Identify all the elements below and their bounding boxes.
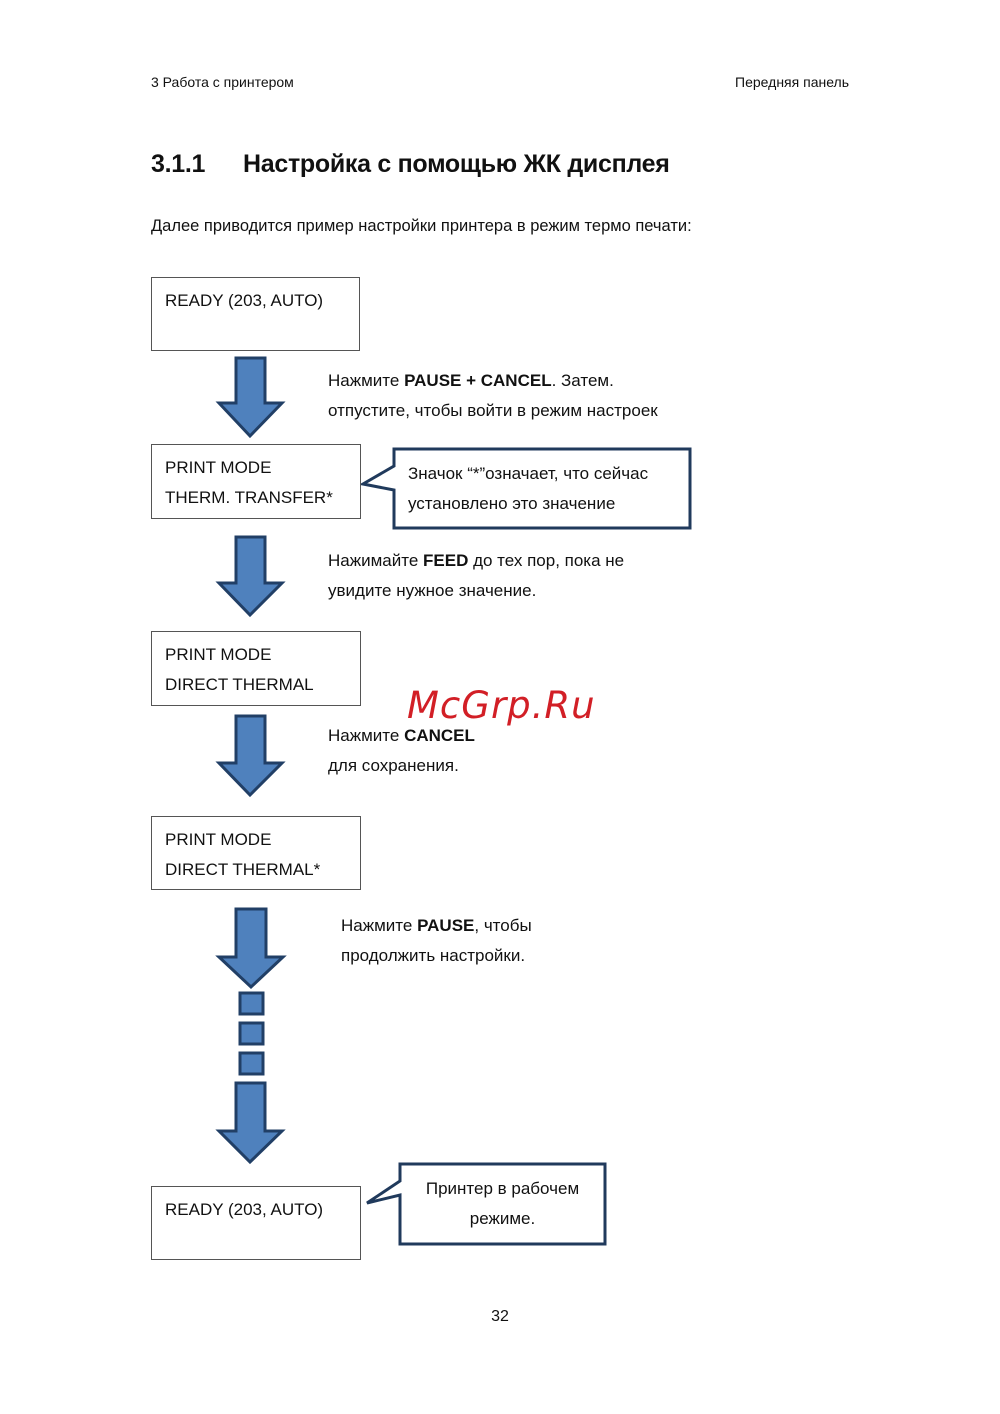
step-text: Нажмите	[328, 726, 405, 745]
step-text: до тех пор, пока не	[468, 551, 625, 570]
down-arrow-icon	[215, 714, 286, 798]
key-name: FEED	[423, 551, 469, 570]
callout-line: установлено это значение	[408, 494, 616, 513]
step-instruction-2: Нажимайте FEED до тех пор, пока не увиди…	[328, 546, 624, 606]
lcd-screen-ready-final: READY (203, AUTO)	[151, 1186, 361, 1260]
section-heading: 3.1.1 Настройка с помощью ЖК дисплея	[151, 150, 670, 179]
intro-paragraph: Далее приводится пример настройки принте…	[151, 217, 692, 235]
lcd-screen-print-mode-therm-transfer: PRINT MODE THERM. TRANSFER*	[151, 444, 361, 519]
callout-asterisk-note: Значок “*”означает, что сейчас установле…	[408, 459, 648, 519]
step-text: , чтобы	[474, 916, 532, 935]
callout-line: режиме.	[469, 1209, 536, 1228]
lcd-screen-print-mode-direct-thermal: PRINT MODE DIRECT THERMAL	[151, 631, 361, 706]
step-text: для сохранения.	[328, 756, 459, 775]
lcd-line-1: PRINT MODE	[165, 830, 272, 849]
callout-line: Принтер в рабочем	[425, 1179, 580, 1198]
down-arrow-icon	[215, 907, 287, 990]
step-instruction-3: Нажмите CANCEL для сохранения.	[328, 721, 475, 781]
step-text: продолжить настройки.	[341, 946, 526, 965]
step-text: . Затем.	[551, 371, 614, 390]
running-header-chapter: 3 Работа с принтером	[151, 74, 294, 90]
continuation-dot-icon	[238, 1021, 265, 1046]
step-text: Нажмите	[341, 916, 418, 935]
running-header-section: Передняя панель	[735, 74, 849, 90]
lcd-line-1: PRINT MODE	[165, 645, 272, 664]
lcd-line-1: READY (203, AUTO)	[165, 291, 324, 310]
lcd-screen-ready: READY (203, AUTO)	[151, 277, 360, 351]
lcd-screen-print-mode-direct-thermal-selected: PRINT MODE DIRECT THERMAL*	[151, 816, 361, 890]
down-arrow-icon	[215, 535, 286, 618]
down-arrow-icon	[215, 1081, 286, 1165]
lcd-line-1: READY (203, AUTO)	[165, 1200, 324, 1219]
step-text: Нажмите	[328, 371, 405, 390]
section-number: 3.1.1	[151, 150, 206, 178]
watermark: McGrp.Ru	[407, 684, 596, 727]
callout-bubble	[358, 447, 692, 530]
continuation-dot-icon	[238, 1051, 265, 1076]
section-title: Настройка с помощью ЖК дисплея	[243, 150, 670, 178]
lcd-line-2: THERM. TRANSFER*	[165, 488, 333, 507]
callout-ready-note: Принтер в рабочем режиме.	[400, 1174, 605, 1234]
key-name: PAUSE	[417, 916, 475, 935]
step-instruction-4: Нажмите PAUSE, чтобы продолжить настройк…	[341, 911, 532, 971]
callout-line: Значок “*”означает, что сейчас	[408, 464, 649, 483]
callout-bubble	[366, 1162, 607, 1246]
step-text: увидите нужное значение.	[328, 581, 537, 600]
step-instruction-1: Нажмите PAUSE + CANCEL. Затем. отпустите…	[328, 366, 658, 426]
lcd-line-2: DIRECT THERMAL	[165, 675, 314, 694]
down-arrow-icon	[215, 356, 286, 439]
lcd-line-1: PRINT MODE	[165, 458, 272, 477]
page-number: 32	[491, 1308, 509, 1325]
continuation-dot-icon	[238, 991, 265, 1016]
step-text: отпустите, чтобы войти в режим настроек	[328, 401, 658, 420]
key-name: CANCEL	[404, 726, 475, 745]
lcd-line-2: DIRECT THERMAL*	[165, 860, 321, 879]
key-name: PAUSE + CANCEL	[404, 371, 552, 390]
step-text: Нажимайте	[328, 551, 424, 570]
